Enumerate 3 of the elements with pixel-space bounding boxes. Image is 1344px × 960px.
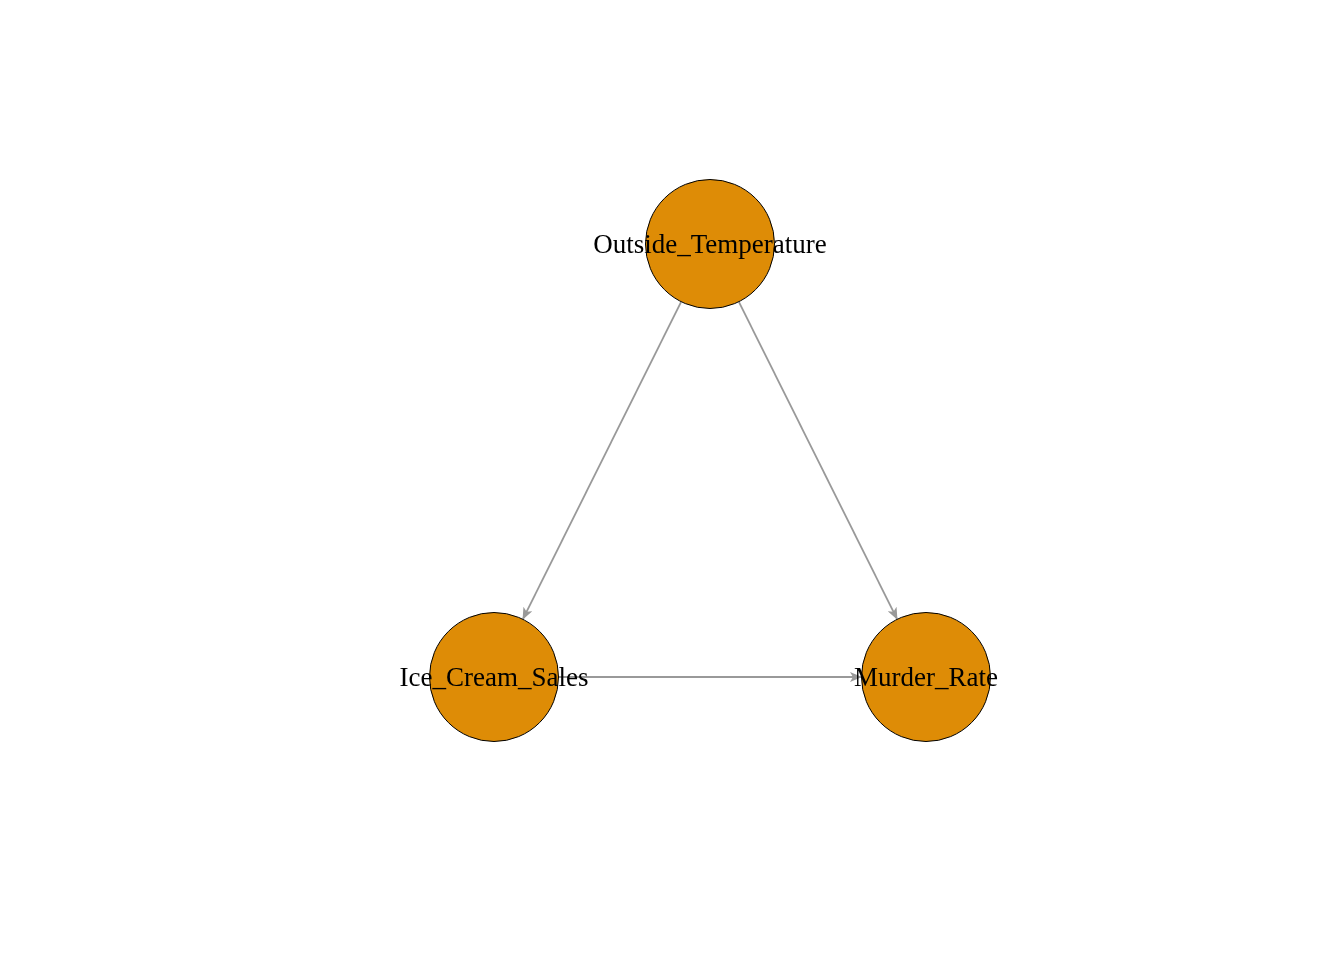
arrow (738, 301, 898, 620)
arrow (558, 672, 862, 682)
arrow (522, 301, 682, 620)
